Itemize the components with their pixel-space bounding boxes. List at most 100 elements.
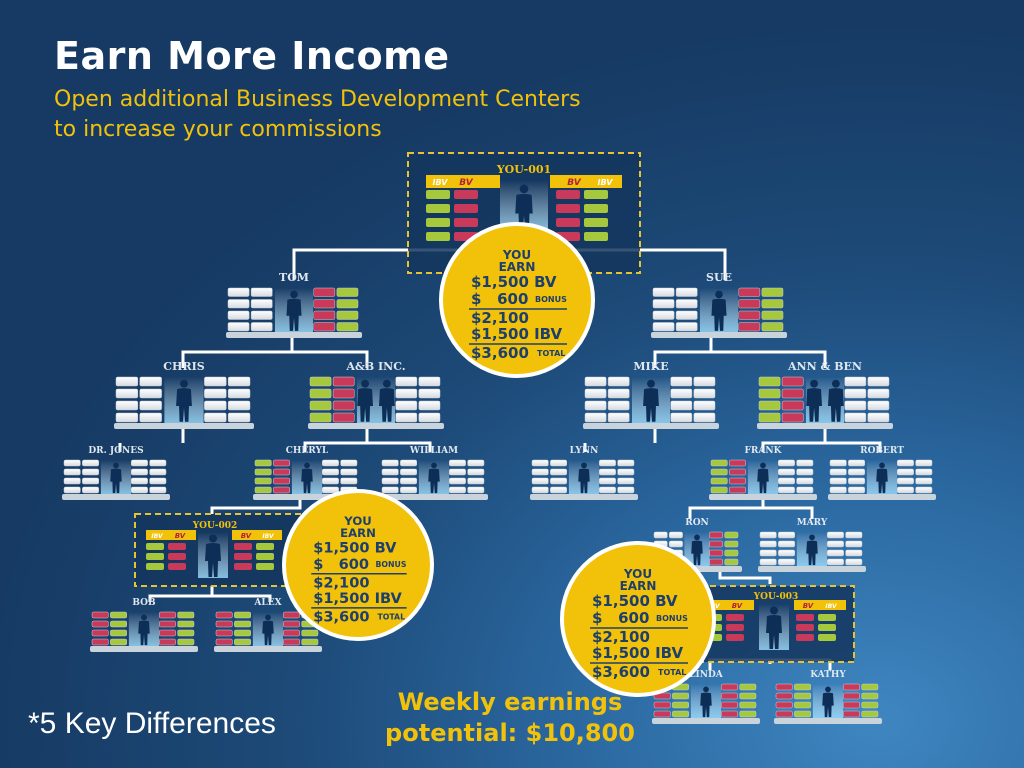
volume-block-colored — [729, 486, 746, 494]
volume-block-colored — [110, 620, 127, 628]
volume-block — [829, 459, 847, 467]
bv-block — [454, 204, 478, 213]
volume-block — [400, 459, 417, 467]
volume-block — [915, 468, 933, 476]
volume-block — [652, 287, 675, 297]
volume-block-colored — [313, 322, 336, 332]
volume-block — [848, 477, 865, 485]
node-base — [90, 646, 198, 652]
ibv-block — [584, 232, 608, 241]
bv-label-right: BV — [241, 532, 252, 540]
ibv-block — [426, 190, 450, 199]
bv-block — [168, 563, 186, 570]
badge-bv-amount: $1,500 BV — [592, 592, 678, 610]
volume-block — [759, 558, 777, 566]
volume-block-colored — [739, 683, 757, 691]
volume-block-colored — [710, 486, 728, 494]
connector-mike — [583, 427, 657, 452]
volume-block — [322, 468, 339, 476]
node-name-label: ANN & BEN — [787, 360, 862, 373]
bv-block — [168, 543, 186, 550]
volume-block — [139, 412, 162, 423]
volume-block-colored — [724, 540, 739, 548]
node-name-label: RON — [685, 518, 709, 528]
volume-block — [652, 299, 675, 309]
volume-block-colored — [159, 638, 176, 646]
volume-block — [778, 531, 795, 539]
bv-block — [726, 614, 744, 621]
volume-block-colored — [775, 701, 793, 709]
volume-block-colored — [653, 710, 671, 718]
volume-block — [845, 549, 863, 557]
volume-block-colored — [91, 620, 109, 628]
volume-block — [204, 388, 227, 399]
volume-block — [227, 400, 251, 411]
volume-block-colored — [313, 310, 336, 320]
badge-ibv-amount: $1,500 IBV — [313, 590, 402, 607]
badge-bonus-amount: $ 600 — [313, 556, 369, 573]
node-base — [380, 494, 488, 500]
bv-label-left: BV — [459, 178, 473, 188]
bv-block — [726, 624, 744, 631]
volume-block-colored — [309, 412, 332, 423]
volume-block — [897, 486, 914, 494]
volume-block — [829, 468, 847, 476]
volume-block-colored — [761, 310, 784, 320]
volume-block-colored — [332, 376, 355, 387]
volume-block — [796, 468, 814, 476]
volume-block-colored — [861, 683, 879, 691]
volume-block — [131, 486, 148, 494]
ibv-block — [256, 543, 274, 550]
volume-block-colored — [159, 620, 176, 628]
volume-block — [599, 459, 616, 467]
node-name-label: LINDA — [689, 670, 724, 680]
node-name-label: MIKE — [633, 360, 668, 373]
badge-earn-text: EARN — [620, 579, 657, 593]
volume-block — [227, 310, 250, 320]
bv-label-right: BV — [567, 178, 581, 188]
node-base — [828, 494, 936, 500]
node-william: WILLIAM — [380, 446, 488, 500]
volume-block — [149, 459, 167, 467]
volume-block — [915, 459, 933, 467]
volume-block — [139, 388, 162, 399]
volume-block — [670, 388, 693, 399]
volume-block-colored — [309, 376, 332, 387]
bv-label-left: BV — [732, 602, 743, 610]
node-name-label: A&B INC. — [345, 360, 405, 373]
volume-block — [584, 388, 607, 399]
volume-block-colored — [710, 468, 728, 476]
bv-block — [234, 553, 252, 560]
volume-block-colored — [729, 468, 746, 476]
volume-block — [395, 388, 418, 399]
center-you-002-label: YOU-002 — [192, 521, 237, 531]
volume-block — [827, 549, 844, 557]
volume-block — [845, 531, 863, 539]
volume-block-colored — [215, 611, 233, 619]
node-name-label: TOM — [279, 271, 309, 284]
node-alex: ALEX — [214, 598, 322, 652]
volume-block-colored — [273, 477, 290, 485]
key-differences-footnote: *5 Key Differences — [28, 707, 276, 740]
bv-block — [556, 218, 580, 227]
volume-block — [848, 486, 865, 494]
volume-block-colored — [110, 611, 127, 619]
volume-block-colored — [234, 611, 251, 619]
weekly-earnings-line-2: potential: $10,800 — [385, 719, 635, 747]
volume-block — [381, 459, 399, 467]
volume-block-colored — [724, 549, 739, 557]
volume-block — [827, 531, 844, 539]
badge-earn-text: EARN — [499, 260, 536, 274]
node-name-label: KATHY — [810, 670, 846, 680]
volume-block — [227, 376, 251, 387]
volume-block — [449, 459, 466, 467]
volume-block — [131, 468, 148, 476]
weekly-earnings-line-1: Weekly earnings — [397, 688, 623, 716]
volume-block-colored — [861, 692, 879, 700]
volume-block-colored — [724, 531, 739, 539]
ibv-block — [426, 232, 450, 241]
volume-block — [340, 459, 358, 467]
volume-block-colored — [709, 540, 723, 548]
volume-block-colored — [110, 629, 127, 637]
bv-header — [146, 530, 196, 540]
